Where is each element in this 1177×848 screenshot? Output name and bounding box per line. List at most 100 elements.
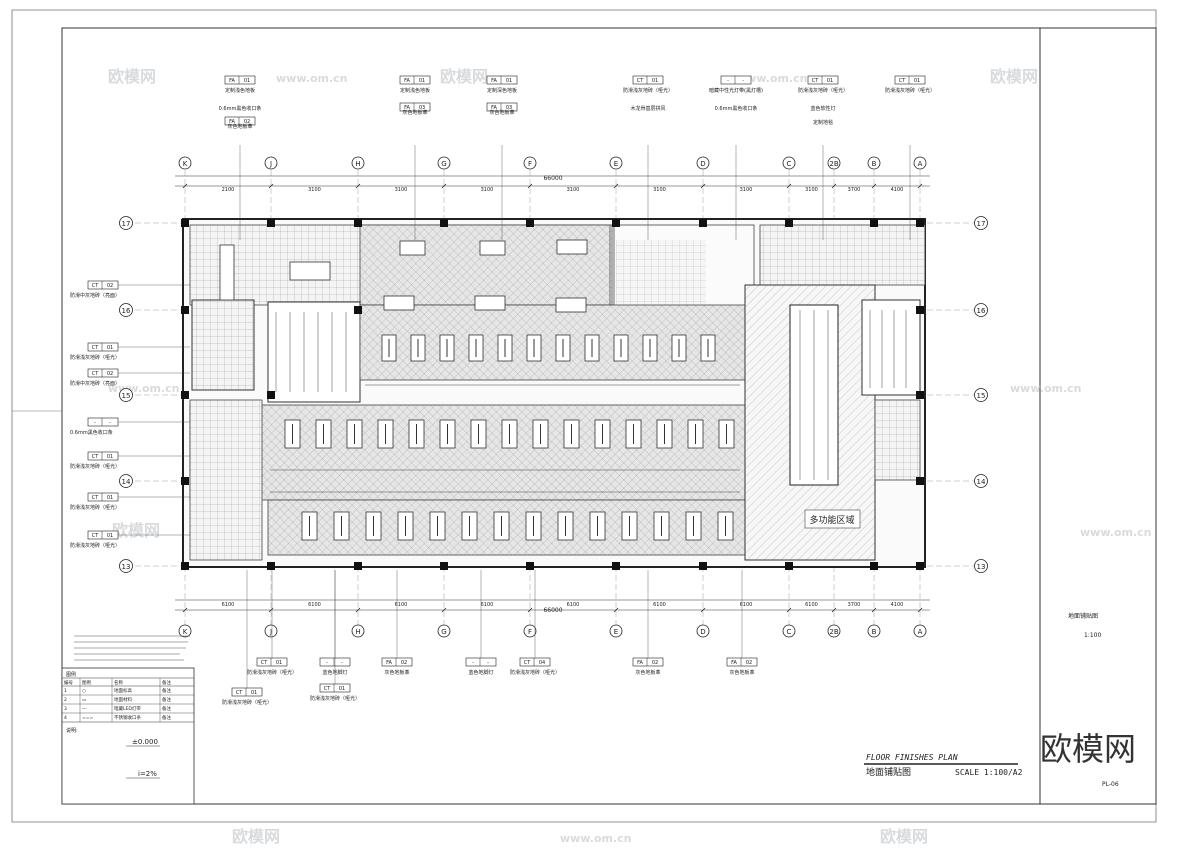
legend-header: 名称 xyxy=(114,679,123,686)
grid-bubble-col xyxy=(351,156,365,170)
callout-code: 02 xyxy=(107,283,113,289)
restroom-block xyxy=(191,299,255,391)
grid-label-row: 14 xyxy=(122,478,131,486)
dimension-text: 6100 xyxy=(567,602,580,608)
dimension-text: 6100 xyxy=(740,602,753,608)
grid-bubble-col xyxy=(178,156,192,170)
column xyxy=(181,562,189,570)
grid-label-row: 14 xyxy=(977,478,986,486)
callout-code: 02 xyxy=(244,119,250,125)
column xyxy=(440,219,448,227)
watermark-layer: 欧模网www.om.cn欧模网www.om.cn欧模网www.om.cn欧模网w… xyxy=(108,67,1152,846)
desk-layout xyxy=(219,239,740,541)
material-callout: --蓝色地脚灯 xyxy=(465,657,497,676)
column xyxy=(916,477,924,485)
grid-label-col: C xyxy=(787,160,792,168)
callout-code: 02 xyxy=(107,371,113,377)
legend-notes-title: 说明: xyxy=(66,727,78,734)
callout-code: CT xyxy=(812,78,819,84)
column xyxy=(267,562,275,570)
grid-bubble-row xyxy=(974,216,988,230)
column xyxy=(354,562,362,570)
dimension-text: 6100 xyxy=(395,602,408,608)
callout-code: 01 xyxy=(652,78,658,84)
dimension-text: 3700 xyxy=(848,602,861,608)
legend-cell: 2 xyxy=(64,697,67,703)
grid-bubble-col xyxy=(264,624,278,638)
callout-code: FA xyxy=(229,119,235,125)
grid-bubble-col xyxy=(913,624,927,638)
grid-label-col: B xyxy=(872,628,877,636)
column xyxy=(699,219,707,227)
drawing-title-en: FLOOR FINISHES PLAN xyxy=(866,753,958,762)
column xyxy=(181,477,189,485)
grid-bubble-row xyxy=(119,216,133,230)
grid-label-row: 16 xyxy=(977,307,986,315)
callout-code: - xyxy=(742,78,744,84)
grid-bubble-col xyxy=(609,156,623,170)
column xyxy=(870,219,878,227)
callout-label: 木龙骨基层拼风 xyxy=(630,105,665,112)
column xyxy=(267,219,275,227)
legend-level-value: ±0.000 xyxy=(132,738,158,746)
callout-code: CT xyxy=(92,283,99,289)
drawing-title-cn: 地面铺贴图 xyxy=(866,766,911,778)
furniture-piece xyxy=(474,295,506,311)
callout-label: 0.6mm黑色收口条 xyxy=(219,105,262,112)
grid-label-col: D xyxy=(700,628,705,636)
grid-label-col: H xyxy=(355,628,360,636)
callout-code: FA xyxy=(404,78,410,84)
callout-label: 防滑浅灰地砖（哑光） xyxy=(70,504,120,511)
side-scale: 1:100 xyxy=(1084,632,1101,639)
furniture-piece xyxy=(383,295,415,311)
grid-bubble-col xyxy=(264,156,278,170)
legend-cell: ○ xyxy=(82,689,86,694)
grid-label-col: H xyxy=(355,160,360,168)
grid-bubble-col xyxy=(609,624,623,638)
callout-code: 01 xyxy=(339,686,345,692)
stair-core-right xyxy=(861,299,921,396)
callout-code: 01 xyxy=(506,78,512,84)
grid-bubble-col xyxy=(782,156,796,170)
dimension-text: 3100 xyxy=(805,187,818,193)
callout-code: - xyxy=(326,660,328,666)
grid-bubble-row xyxy=(974,474,988,488)
callout-label: 灰色地板革 xyxy=(402,109,427,116)
grid-label-col: G xyxy=(441,160,446,168)
grid-bubble-col xyxy=(867,624,881,638)
callout-code: CT xyxy=(92,345,99,351)
callout-label: 防滑浅灰地砖（哑光） xyxy=(885,87,935,94)
dimension-text: 3100 xyxy=(481,187,494,193)
callout-code: 01 xyxy=(419,78,425,84)
callout-code: 03 xyxy=(506,105,512,111)
callout-code: FA xyxy=(229,78,235,84)
grid-bubble-row xyxy=(974,303,988,317)
grid-bubble-row xyxy=(974,388,988,402)
callout-label: 防滑浅灰地砖（哑光） xyxy=(70,463,120,470)
furniture-piece xyxy=(399,240,426,256)
grid-bubble-col xyxy=(351,624,365,638)
callout-code: CT xyxy=(899,78,906,84)
callout-label: 灰色地板革 xyxy=(729,669,754,676)
callout-code: 02 xyxy=(746,660,752,666)
watermark-text: 欧模网 xyxy=(880,827,928,846)
grid-label-col: E xyxy=(614,628,618,636)
callout-label: 灰色地板革 xyxy=(635,669,660,676)
legend-cell: 备注 xyxy=(162,705,171,712)
dimension-text: 6100 xyxy=(653,602,666,608)
grid-bubble-col xyxy=(827,624,841,638)
callout-code: - xyxy=(94,420,96,426)
legend-header: 备注 xyxy=(162,679,171,686)
callout-label: 定制地毯 xyxy=(813,119,833,126)
grid-label-col: 2B xyxy=(829,160,838,168)
callout-code: 01 xyxy=(251,690,257,696)
drawing-title-block: FLOOR FINISHES PLAN 地面铺贴图 SCALE 1:100/A2… xyxy=(864,612,1119,788)
